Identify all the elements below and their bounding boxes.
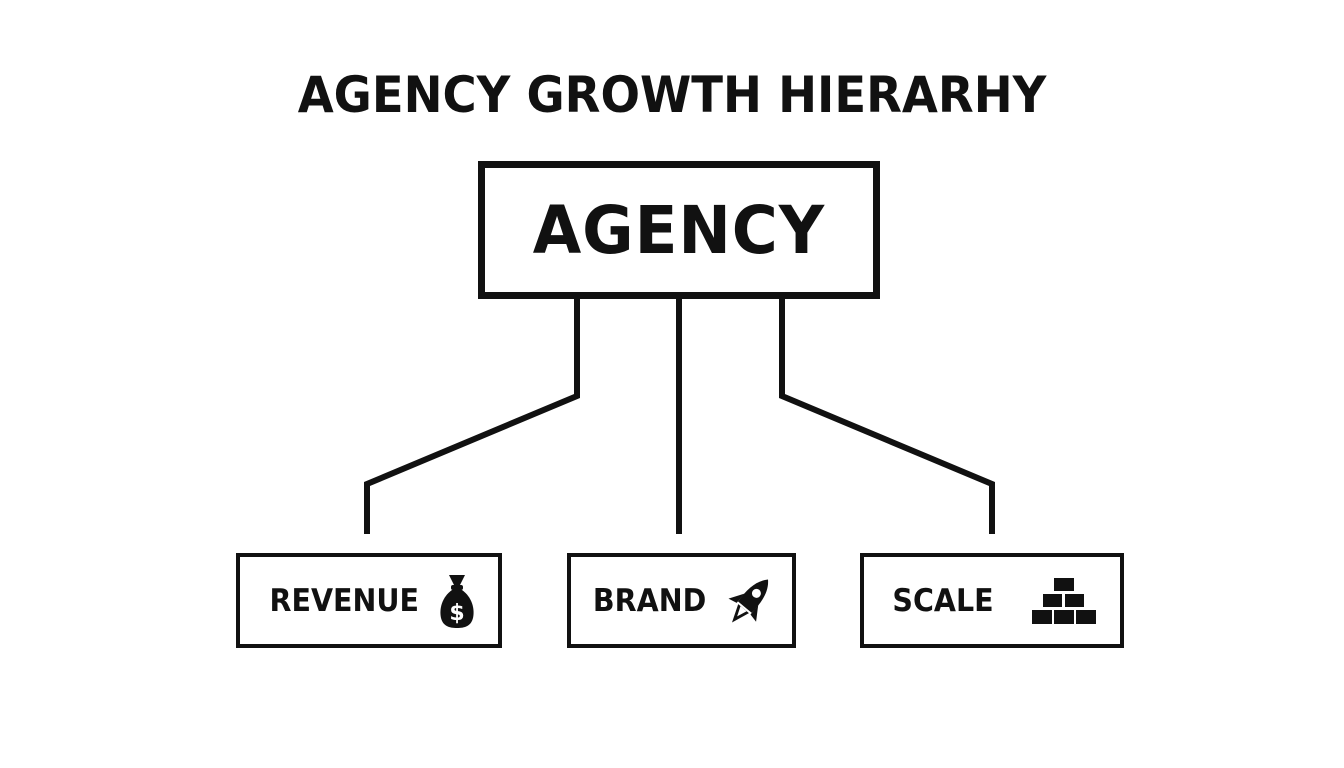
connector-scale [779, 299, 995, 534]
connector-revenue [364, 299, 580, 534]
svg-text:$: $ [450, 601, 465, 626]
child-node-revenue: REVENUE $ [236, 553, 502, 648]
child-node-scale: SCALE [860, 553, 1124, 648]
root-node-agency: AGENCY [478, 161, 880, 299]
diagram-title: AGENCY GROWTH HIERARHY [297, 66, 1047, 124]
money-bag-icon: $ [439, 573, 475, 629]
child-node-label-brand: BRAND [592, 582, 707, 619]
child-node-label-scale: SCALE [892, 582, 994, 619]
root-node-label: AGENCY [532, 191, 826, 269]
child-node-brand: BRAND [567, 553, 796, 648]
stacked-blocks-icon [1032, 576, 1096, 626]
rocket-icon [725, 571, 775, 631]
child-node-label-revenue: REVENUE [269, 582, 419, 619]
